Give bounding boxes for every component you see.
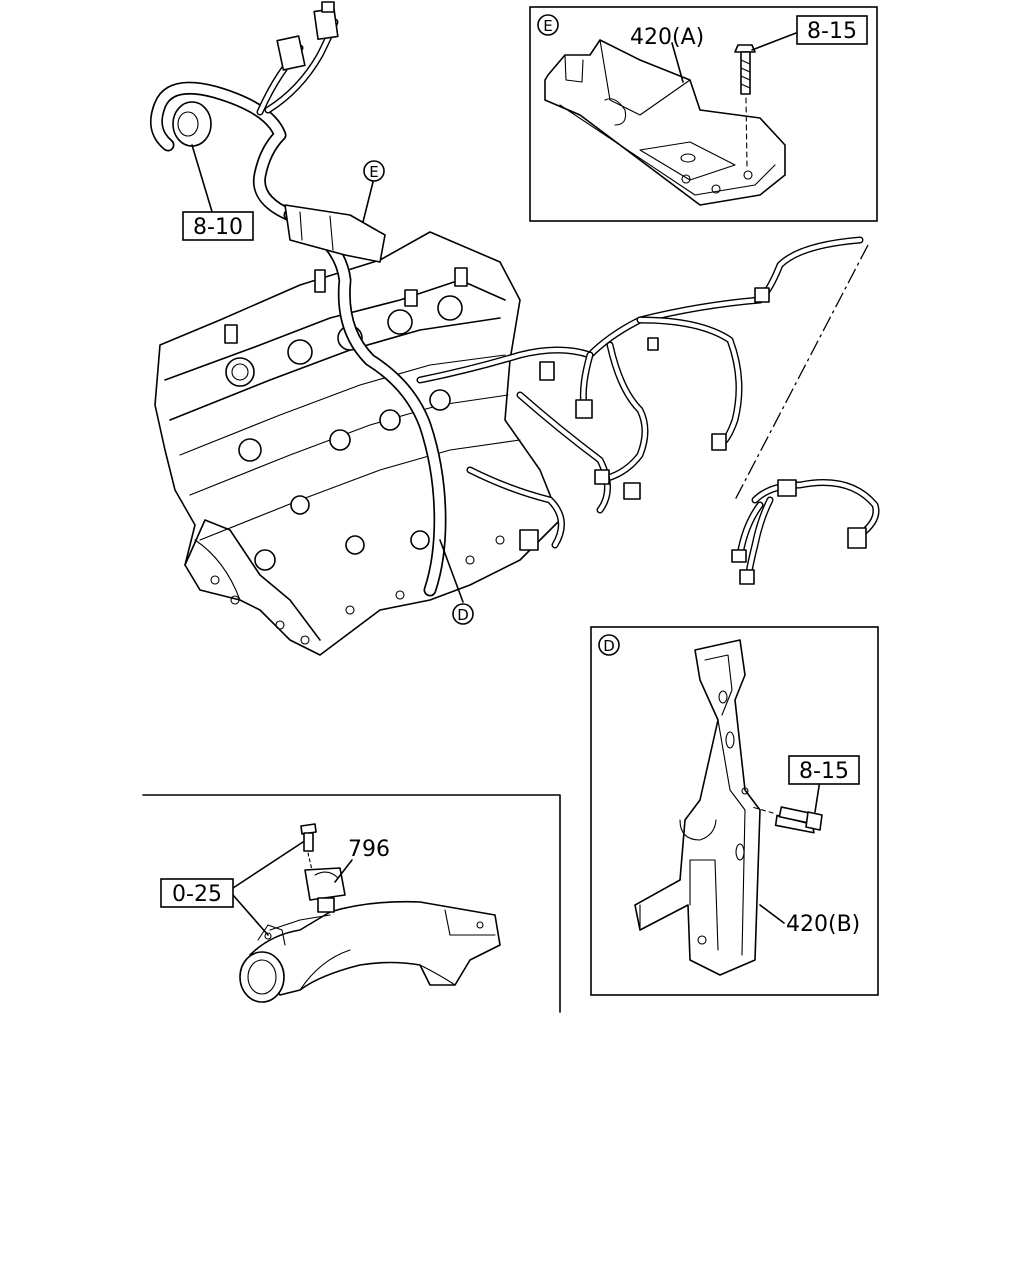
right-harness [416,236,864,551]
engine-assembly [154,231,561,656]
upper-harness [256,1,339,116]
view-marker-e: E [363,160,385,182]
leader-8-15-detail-d [814,779,821,813]
detail-d-tag: D [603,637,615,655]
lower-right-harness [731,244,880,585]
bolt-8-15-detail-d [751,806,823,834]
bracket-420b [634,639,761,976]
bracket-420a [544,39,786,206]
callout-420a-label: 420(A) [630,25,704,50]
detail-e-tag: E [543,17,552,35]
leader-0-25-a [232,841,304,889]
callout-0-25-label: 0-25 [172,882,222,907]
callout-8-10: 8-10 [182,211,254,241]
detail-water-outlet: 0-25 796 [142,794,561,1013]
detail-view-d: D 8-15 420(B) [590,626,879,996]
upper-hose [149,81,447,597]
callout-420b-label: 420(B) [786,912,860,937]
leader-796 [334,859,353,883]
view-marker-d: D [452,603,474,625]
callout-8-10-label: 8-10 [193,215,243,240]
leader-8-15-detail-e [751,32,797,51]
leader-8-10 [191,144,214,216]
temperature-sensor-796 [304,867,346,913]
detail-view-e: E 420(A) 8-15 [529,6,878,222]
callout-8-15-detail-d-label: 8-15 [799,759,849,784]
bolt-0-25 [300,823,317,871]
block-bolts [210,535,505,645]
water-outlet-pipe [239,900,501,1003]
leader-view-d [439,539,464,603]
leader-420b [759,904,785,924]
leader-0-25-b [232,894,269,936]
bolt-8-15-detail-e [734,44,756,169]
view-marker-d-label: D [457,606,469,624]
callout-796-label: 796 [348,837,390,862]
leader-420a [671,42,684,83]
callout-8-15-top-label: 8-15 [807,19,857,44]
view-marker-e-label: E [369,163,378,181]
leader-view-e [362,181,374,223]
cam-caps [225,295,463,571]
